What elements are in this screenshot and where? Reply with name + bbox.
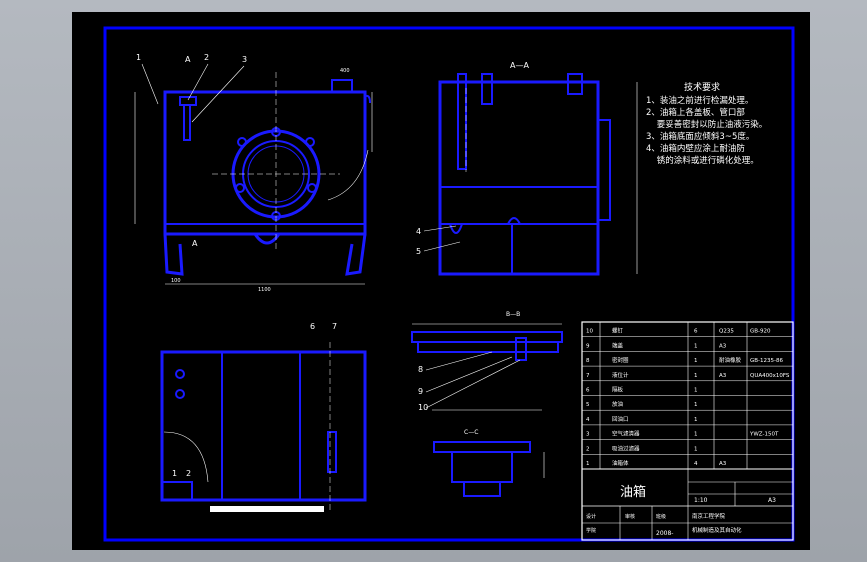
bom-cell-qty: 1 xyxy=(694,373,698,379)
bom-cell-no: 4 xyxy=(586,417,590,423)
callout-5: 5 xyxy=(416,247,421,256)
technical-requirements: 技术要求 1、装油之前进行检漏处理。 2、油箱上各盖板、管口部 要妥善密封以防止… xyxy=(646,81,767,166)
subtitle-text: 机械制造及其自动化 xyxy=(692,526,742,534)
drawing-title: 油箱 xyxy=(620,484,646,500)
date-value: 2008- xyxy=(656,530,673,537)
tech-line-2: 2、油箱上各盖板、管口部 xyxy=(646,107,745,118)
tech-title: 技术要求 xyxy=(684,81,720,93)
callout-8: 8 xyxy=(418,365,423,374)
bom-cell-std: YWZ-150T xyxy=(749,432,779,438)
section-cc-view xyxy=(433,441,545,497)
bom-cell-std: GB-1235-86 xyxy=(750,358,784,364)
bom-cell-qty: 1 xyxy=(694,432,698,438)
bom-cell-name: 放油 xyxy=(612,400,624,408)
checker-label: 审核 xyxy=(625,513,635,520)
bom-cell-no: 5 xyxy=(586,402,590,408)
section-aa-label: A—A xyxy=(510,61,529,70)
bom-cell-qty: 1 xyxy=(694,417,698,423)
section-mark-top: A xyxy=(185,55,191,64)
bom-cell-mat: A3 xyxy=(719,373,727,379)
callout-1b: 1 xyxy=(172,469,177,478)
callout-10: 10 xyxy=(418,403,428,412)
tech-line-5: 4、油箱内壁应涂上耐油防 xyxy=(646,143,745,154)
drawing-border xyxy=(103,26,795,542)
bom-cell-mat: A3 xyxy=(719,461,727,467)
tech-line-4: 3、油箱底面应倾斜3~5度。 xyxy=(646,131,754,142)
bom-cell-mat: A3 xyxy=(719,343,727,349)
school-label: 学院 xyxy=(586,527,596,534)
bom-cell-no: 10 xyxy=(586,329,593,335)
bom-cell-no: 9 xyxy=(586,343,590,349)
class-label: 班级 xyxy=(656,513,666,520)
callout-6: 6 xyxy=(310,322,315,331)
section-bb-label: B—B xyxy=(506,311,520,318)
bom-cell-name: 隔板 xyxy=(612,386,624,394)
dim-100: 100 xyxy=(171,278,181,284)
callout-9: 9 xyxy=(418,387,423,396)
bom-cell-qty: 6 xyxy=(694,329,698,335)
bom-cell-name: 油箱体 xyxy=(612,459,629,467)
callout-4: 4 xyxy=(416,227,421,236)
bom-cell-qty: 1 xyxy=(694,446,698,452)
callout-2: 2 xyxy=(204,53,209,62)
tech-line-1: 1、装油之前进行检漏处理。 xyxy=(646,95,753,106)
org-name: 南京工程学院 xyxy=(692,512,726,520)
bom-cell-mat: Q235 xyxy=(719,329,734,335)
bom-cell-no: 8 xyxy=(586,358,590,364)
front-view xyxy=(134,72,373,285)
bom-cell-no: 2 xyxy=(586,446,590,452)
callout-1: 1 xyxy=(136,53,141,62)
bom-cell-qty: 1 xyxy=(694,388,698,394)
section-bb-view xyxy=(411,323,563,411)
section-aa-view xyxy=(438,73,638,276)
bom-cell-std: GB-920 xyxy=(750,329,771,335)
material-value: A3 xyxy=(768,497,776,504)
drawing-sheet[interactable]: 1 2 3 A A 1100 100 400 A—A 4 5 技术要求 1、装油… xyxy=(72,12,810,550)
bom-cell-name: 空气滤清器 xyxy=(612,430,640,438)
dim-400: 400 xyxy=(340,68,350,74)
bom-cell-name: 密封圈 xyxy=(612,356,629,364)
bom-cell-mat: 耐油橡胶 xyxy=(719,356,742,364)
bom-cell-qty: 1 xyxy=(694,343,698,349)
bom-cell-qty: 1 xyxy=(694,358,698,364)
section-mark-bottom: A xyxy=(192,239,198,248)
bom-cell-name: 端盖 xyxy=(612,341,624,349)
bom-cell-name: 回油口 xyxy=(612,415,629,423)
dim-1100: 1100 xyxy=(258,287,271,293)
tech-line-6: 锈的涂料或进行磷化处理。 xyxy=(646,155,759,166)
drawing-canvas: 1 2 3 A A 1100 100 400 A—A 4 5 技术要求 1、装油… xyxy=(103,26,795,542)
scale-value: 1:10 xyxy=(694,497,708,504)
bom-cell-no: 7 xyxy=(586,373,590,379)
callout-7: 7 xyxy=(332,322,337,331)
bom-cell-qty: 4 xyxy=(694,461,698,467)
callout-3: 3 xyxy=(242,55,247,64)
bom-cell-no: 6 xyxy=(586,388,590,394)
bom-cell-qty: 1 xyxy=(694,402,698,408)
base-bar xyxy=(210,506,324,512)
bom-cell-std: QUA400x10FS xyxy=(750,373,790,379)
designer-label: 设计 xyxy=(586,513,596,520)
bom-cell-no: 1 xyxy=(586,461,590,467)
tech-line-3: 要妥善密封以防止油液污染。 xyxy=(646,119,767,130)
top-view xyxy=(160,342,367,512)
section-cc-label: C—C xyxy=(464,429,478,436)
bom-cell-name: 螺钉 xyxy=(612,327,624,335)
callout-2b: 2 xyxy=(186,469,191,478)
bom-cell-no: 3 xyxy=(586,432,590,438)
bom-cell-name: 液位计 xyxy=(612,371,629,379)
bom-cell-name: 吸油过滤器 xyxy=(612,444,640,452)
